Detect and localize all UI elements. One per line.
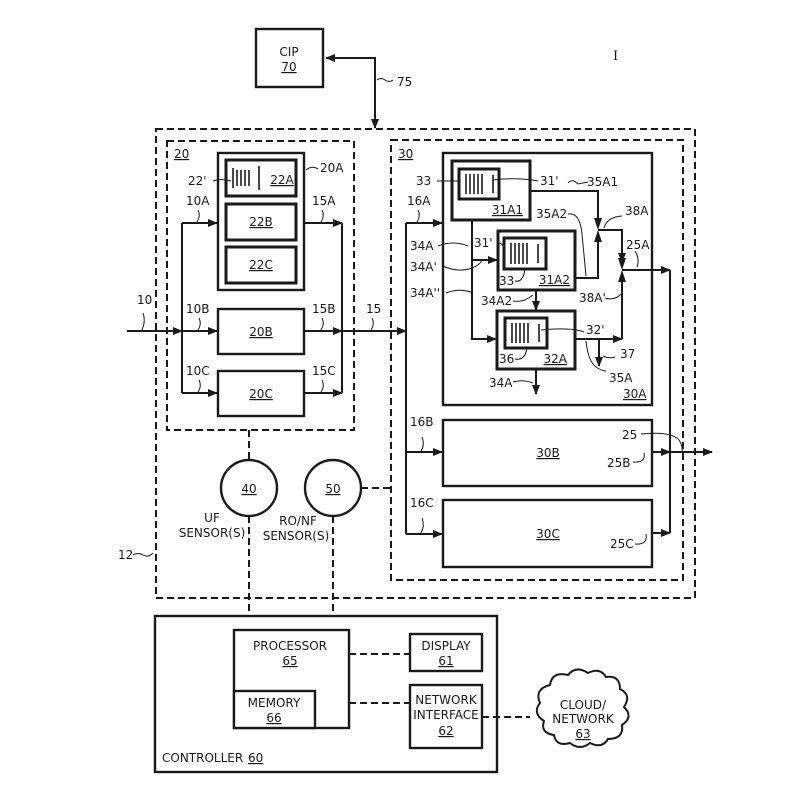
feed-ref: 10 bbox=[137, 293, 152, 307]
out-a-ref: 25A bbox=[626, 238, 650, 252]
ro-group-ref: 30A bbox=[623, 387, 647, 401]
cloud-label-2: NETWORK bbox=[552, 712, 615, 726]
system-ref: 12 bbox=[118, 548, 133, 562]
display-ref: 61 bbox=[438, 654, 453, 668]
controller-ref: 60 bbox=[248, 751, 263, 765]
memory-label: MEMORY bbox=[248, 696, 301, 710]
cip-label: CIP bbox=[279, 45, 298, 59]
uf-block-22b-label: 22B bbox=[249, 215, 273, 229]
in-c-leader bbox=[421, 518, 423, 533]
uf-stage-ref: 20 bbox=[174, 147, 189, 161]
inlet-b-leader bbox=[198, 318, 200, 330]
valve1-ref: 38A bbox=[625, 204, 649, 218]
network-interface-label-1: NETWORK bbox=[415, 693, 478, 707]
outlet-c-leader bbox=[321, 380, 323, 392]
inlet-c-leader bbox=[198, 380, 200, 392]
controller-label: CONTROLLER bbox=[162, 751, 243, 765]
uf-group-ref: 20A bbox=[320, 161, 344, 175]
outlet-c-ref: 15C bbox=[312, 364, 336, 378]
c3-ref: 35A bbox=[609, 371, 633, 385]
ro-block-30c-label: 30C bbox=[536, 527, 560, 541]
out-b-ref: 25B bbox=[607, 456, 631, 470]
uf-group-leader bbox=[306, 167, 318, 170]
p4-ref: 34A2 bbox=[481, 294, 512, 308]
outlet-a-leader bbox=[321, 210, 323, 222]
m2-ref: 31' bbox=[474, 236, 493, 250]
uf-sensor: 40 bbox=[221, 460, 277, 516]
ro-sensor-label-2: SENSOR(S) bbox=[263, 529, 330, 543]
inlet-a-leader bbox=[197, 210, 199, 222]
m1-ref: 31' bbox=[540, 174, 559, 188]
display-label: DISPLAY bbox=[421, 639, 471, 653]
processor-label: PROCESSOR bbox=[253, 639, 327, 653]
p1-ref: 34A bbox=[410, 239, 434, 253]
uf-sensor-ref: 40 bbox=[241, 482, 256, 496]
drain-ref: 37 bbox=[620, 347, 635, 361]
network-interface-ref: 62 bbox=[438, 724, 453, 738]
system-leader bbox=[133, 553, 153, 556]
outlet-a-ref: 15A bbox=[312, 194, 336, 208]
uf-sensor-label-1: UF bbox=[204, 511, 220, 525]
p2-ref: 34A' bbox=[410, 260, 437, 274]
ro-block-32a-label: 32A bbox=[544, 352, 568, 366]
combined-leader bbox=[371, 318, 373, 330]
in-b-ref: 16B bbox=[410, 415, 434, 429]
cip-link-ref: 75 bbox=[397, 75, 412, 89]
membrane-ref: 22' bbox=[188, 174, 207, 188]
uf-sensor-label-2: SENSOR(S) bbox=[179, 526, 246, 540]
combined-ref: 15 bbox=[366, 302, 381, 316]
ro-stage-ref: 30 bbox=[398, 147, 413, 161]
v1-ref: 33 bbox=[416, 174, 431, 188]
network-interface-label-2: INTERFACE bbox=[413, 708, 479, 722]
in-b-leader bbox=[421, 437, 423, 451]
v2-ref: 33 bbox=[499, 274, 514, 288]
ro-sensor-ref: 50 bbox=[325, 482, 340, 496]
ro-block-31a2-label: 31A2 bbox=[539, 273, 570, 287]
m3-ref: 32' bbox=[586, 323, 605, 337]
inlet-c-ref: 10C bbox=[186, 364, 210, 378]
uf-block-20b-label: 20B bbox=[249, 325, 273, 339]
uf-block-22a-label: 22A bbox=[270, 173, 294, 187]
ro-block-30b-label: 30B bbox=[536, 446, 560, 460]
cloud-ref: 63 bbox=[575, 727, 590, 741]
v3-ref: 36 bbox=[499, 352, 514, 366]
cip-block: CIP 70 bbox=[256, 29, 323, 87]
p3-ref: 34A'' bbox=[410, 286, 440, 300]
uf-block-22c-label: 22C bbox=[249, 258, 273, 272]
outlet-b-ref: 15B bbox=[312, 302, 336, 316]
uf-block-20c-label: 20C bbox=[249, 387, 273, 401]
out-c-ref: 25C bbox=[610, 537, 634, 551]
valve2-ref: 38A' bbox=[579, 291, 606, 305]
figure-mark: I bbox=[613, 49, 618, 64]
out-ref: 25 bbox=[622, 428, 637, 442]
outlet-b-leader bbox=[321, 318, 323, 330]
cloud-label-1: CLOUD/ bbox=[560, 698, 607, 712]
inlet-a-ref: 10A bbox=[186, 194, 210, 208]
c1-ref: 35A1 bbox=[587, 175, 618, 189]
cloud-network: CLOUD/ NETWORK 63 bbox=[537, 669, 629, 747]
ro-block-31a1-label: 31A1 bbox=[492, 203, 523, 217]
memory-ref: 66 bbox=[266, 711, 281, 725]
cip-ref: 70 bbox=[281, 60, 296, 74]
in-c-ref: 16C bbox=[410, 496, 434, 510]
cip-link-line bbox=[326, 58, 375, 128]
in-a-ref: 16A bbox=[407, 194, 431, 208]
ro-sensor-label-1: RO/NF bbox=[279, 514, 317, 528]
processor-ref: 65 bbox=[282, 654, 297, 668]
p5-ref: 34A bbox=[489, 376, 513, 390]
cip-link-leader bbox=[377, 79, 393, 82]
in-a-leader bbox=[417, 210, 419, 222]
feed-leader bbox=[142, 313, 144, 330]
c2-ref: 35A2 bbox=[536, 207, 567, 221]
ro-sensor: 50 bbox=[305, 460, 361, 516]
inlet-b-ref: 10B bbox=[186, 302, 210, 316]
